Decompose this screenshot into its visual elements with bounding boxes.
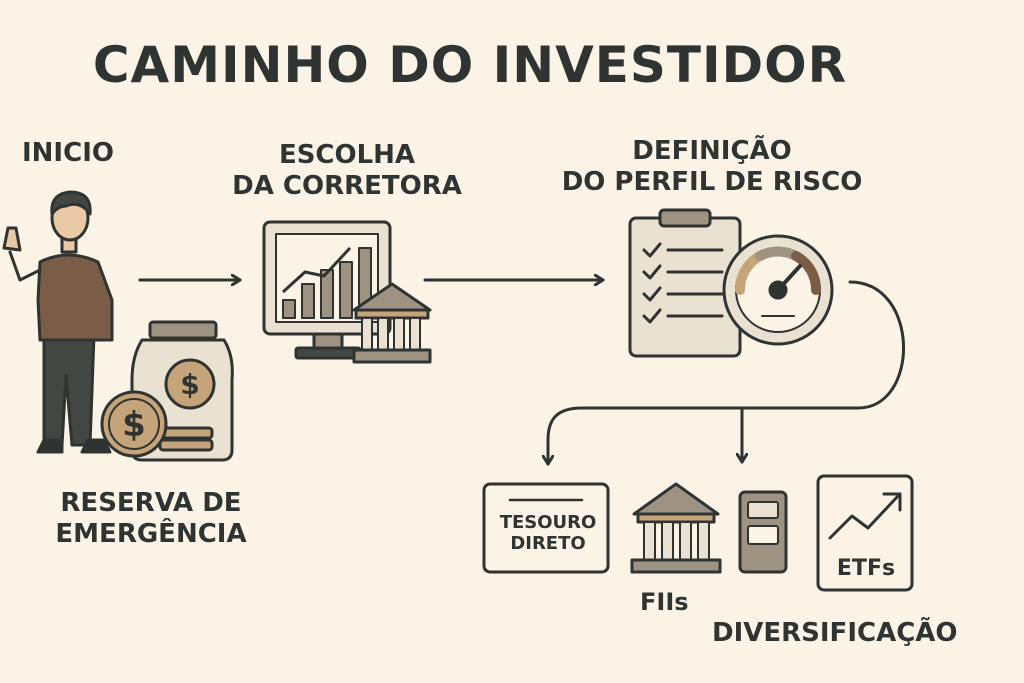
arrow-perfil-to-investments bbox=[548, 280, 906, 466]
step-reserva-line-1: RESERVA DE bbox=[60, 488, 242, 518]
person-icon bbox=[2, 190, 114, 454]
etf-chart-icon bbox=[816, 474, 914, 592]
diversificacao-label: DIVERSIFICAÇÃO bbox=[712, 618, 958, 648]
bank-icon bbox=[352, 282, 432, 364]
gauge-icon bbox=[722, 234, 834, 346]
fii-building-icon bbox=[630, 482, 722, 574]
step-corretora-line-2: DA CORRETORA bbox=[232, 170, 462, 201]
flow-arrows bbox=[138, 280, 906, 466]
step-reserva-line-2: EMERGÊNCIA bbox=[55, 518, 247, 549]
fiis-label: FIIs bbox=[640, 588, 689, 616]
step-corretora-label: ESCOLHA DA CORRETORA bbox=[212, 140, 482, 201]
diagram-title: CAMINHO DO INVESTIDOR bbox=[92, 36, 848, 94]
tesouro-line-2: DIRETO bbox=[510, 532, 586, 554]
tesouro-line-1: TESOURO bbox=[499, 512, 597, 533]
device-icon bbox=[738, 490, 788, 574]
step-perfil-line-1: DEFINIÇÃO bbox=[632, 136, 792, 166]
svg-text:$: $ bbox=[122, 405, 146, 445]
step-perfil-label: DEFINIÇÃO DO PERFIL DE RISCO bbox=[552, 136, 872, 197]
step-perfil-line-2: DO PERFIL DE RISCO bbox=[561, 166, 863, 197]
coin-jar-icon: $ $ bbox=[100, 320, 234, 462]
step-reserva-label: RESERVA DE EMERGÊNCIA bbox=[46, 488, 256, 549]
monitor-chart-icon bbox=[262, 220, 392, 360]
etfs-label: ETFs bbox=[836, 556, 896, 581]
bond-certificate-icon bbox=[482, 482, 610, 574]
svg-text:$: $ bbox=[180, 368, 199, 401]
step-inicio-label: INICIO bbox=[22, 138, 114, 168]
step-corretora-line-1: ESCOLHA bbox=[278, 140, 416, 170]
tesouro-direto-label: TESOURO DIRETO bbox=[486, 512, 610, 554]
